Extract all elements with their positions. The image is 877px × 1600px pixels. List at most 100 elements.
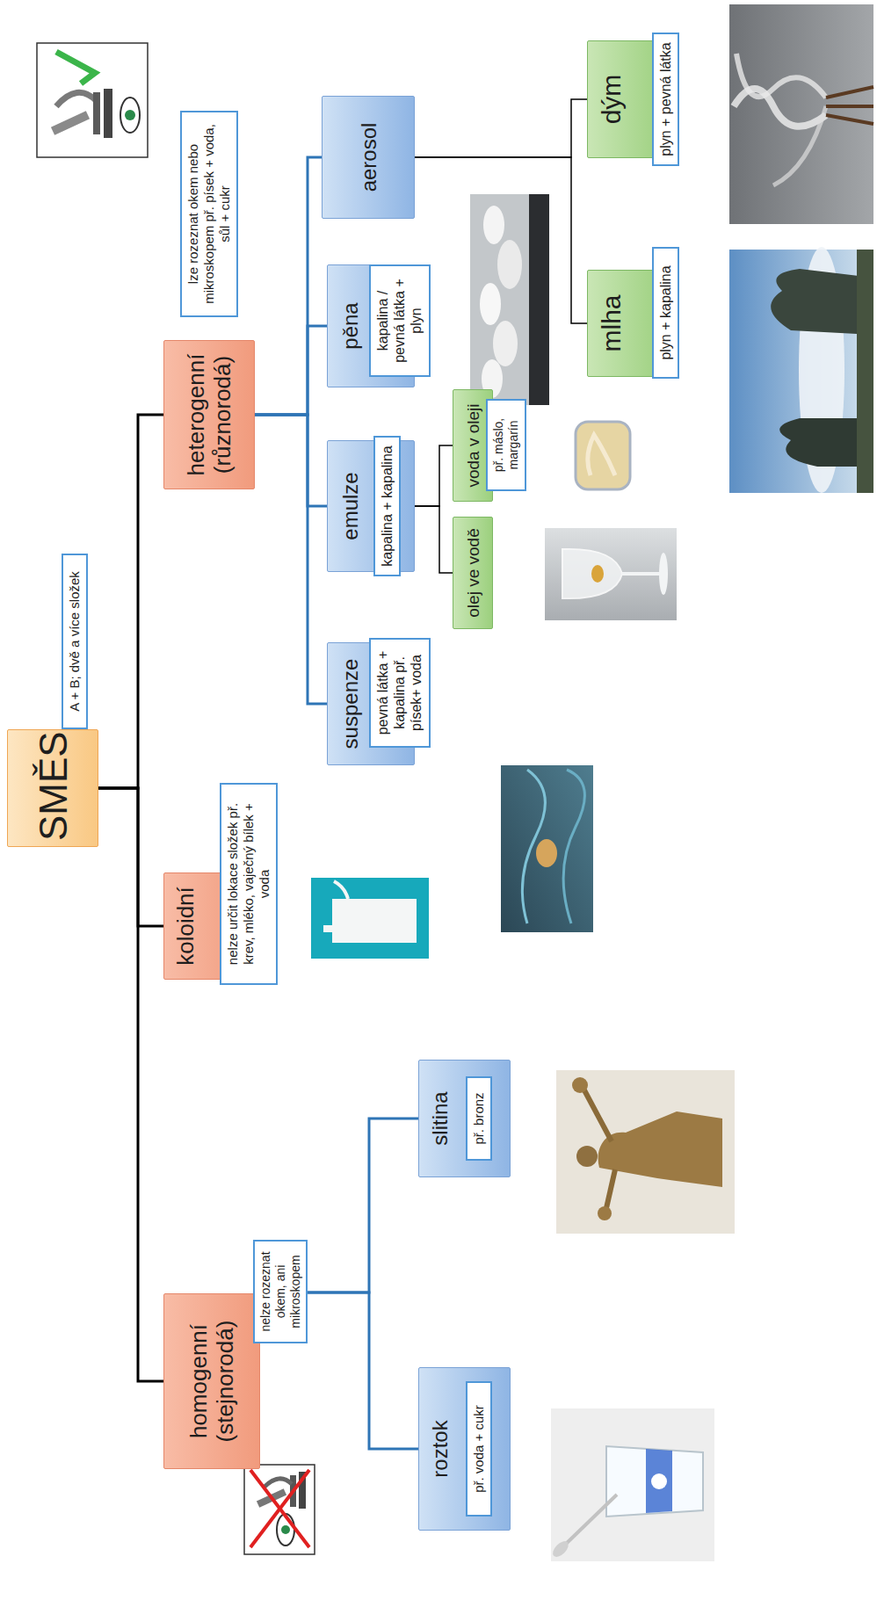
category-name: pěna [338,265,363,387]
foam-photo [470,194,550,406]
eye-microscope-check-icon-part [93,92,101,135]
smoke-photo-part [729,4,874,225]
mixture-node: suspenzepevná látka + kapalina př. písek… [326,637,431,766]
connector [254,326,327,415]
smoke-photo-part [773,106,827,186]
note-text: nelze určit lokace složek př. krev, mlék… [224,790,273,979]
milk-photo-part [323,925,336,933]
note-box: A + B; dvě a více složek [61,553,88,730]
connector-line [414,506,453,573]
no-eye-no-microscope-icon-part [250,1470,310,1548]
category-name: aerosol [356,96,382,218]
eye-microscope-check-icon-part [103,88,113,138]
connector [307,1292,419,1450]
connector [414,99,588,158]
note-box: nelze určit lokace složek př. krev, mlék… [219,782,278,986]
oil-in-water-photo-part [622,572,661,576]
category-name: SMĚS [31,730,77,847]
note-box: př. máslo, margarín [485,398,527,492]
category-box: aerosol [321,95,415,219]
connector-line [414,157,588,324]
note-text: A + B; dvě a více složek [66,560,83,723]
bronze-statue-photo-part [597,1206,612,1221]
connector-line [254,414,327,507]
note-text: plyn + pevná látka [657,39,675,160]
note-box: nelze rozeznat okem, ani mikroskopem [253,1239,308,1344]
mixture-node: emulzekapalina + kapalina [326,435,415,577]
bronze-statue-photo-part [572,1077,588,1094]
note-text: př. máslo, margarín [491,405,522,485]
note-box: pevná látka + kapalina př. písek+ voda [369,637,431,748]
suspension-photo-part [500,765,594,933]
category-name: suspenze [338,643,363,765]
note-box: př. voda + cukr [465,1381,493,1517]
bronze-statue-photo [556,1070,735,1234]
category-name: emulze [338,441,363,572]
glass-of-water-photo-part [550,1408,715,1562]
fog-photo-part [856,249,874,493]
eye-microscope-check-icon-part [124,109,136,121]
oil-in-water-photo-part [591,565,604,583]
smoke-photo-part [826,86,874,98]
butter-photo-part [575,421,631,490]
mixture-node: SMĚS A + B; dvě a více složek [7,553,99,848]
milk-photo [311,877,429,959]
category-name: slitina [427,1060,453,1177]
mixture-node: slitina př. bronz [418,1059,511,1178]
butter-photo [562,413,644,498]
connector-line [98,788,164,1382]
connector [307,1118,419,1293]
connector [254,414,327,704]
smoke-photo-part [736,53,827,98]
category-box: roztok [418,1367,511,1531]
connector-line [307,1292,419,1450]
mixture-node: pěnakapalina / pevná látka + plyn [326,264,431,388]
connector-line [414,445,453,507]
mixture-node: mlhaplyn + kapalina [587,246,680,379]
mixture-node: koloidní nelze určit lokace složek př. kr… [163,782,278,986]
glass-of-water-photo [550,1408,715,1562]
connector-line [414,99,588,158]
connector [98,788,164,927]
smoke-photo-part [826,104,874,109]
milk-photo-part [333,881,348,899]
category-name: koloidní [173,873,200,979]
connector [98,414,164,789]
connector [254,157,322,415]
oil-in-water-photo-part [659,552,668,595]
connector [414,157,588,324]
connector-line [307,1118,419,1293]
category-name: dým [596,41,628,158]
foam-photo-part [497,239,522,290]
category-box: SMĚS [7,729,99,848]
category-name: homogenní (stejnorodá) [186,1294,240,1469]
milk-photo-part [311,877,429,959]
bronze-statue-photo-part [598,1111,723,1188]
category-name: voda v oleji [463,390,484,501]
glass-of-water-photo-part [550,1538,572,1560]
bronze-statue-photo-part [556,1070,735,1234]
mixture-node: roztokpř. voda + cukr [418,1367,511,1531]
connector-line [98,414,164,789]
eye-microscope-check-icon-part [36,43,148,158]
eye-microscope-check-icon-part [50,110,90,136]
oil-in-water-photo-part [562,549,623,599]
milk-photo-part [332,898,417,943]
mixture-node: voda v oleji př. máslo, margarín [452,389,527,502]
no-eye-no-microscope-icon [244,1464,315,1555]
connector [414,445,453,507]
eye-microscope-check-icon [36,43,148,158]
suspension-photo-part [536,839,558,868]
oil-in-water-photo [544,528,677,621]
butter-photo-part [562,413,644,498]
mixture-node: heterogenní (různorodá)lze rozeznat okem… [163,110,255,490]
note-text: plyn + kapalina [657,253,675,372]
smoke-photo [729,4,874,225]
note-box: př. bronz [465,1076,493,1161]
note-box: plyn + pevná látka [652,32,680,167]
category-box: homogenní (stejnorodá) [163,1293,261,1470]
bronze-statue-photo-part [606,1169,616,1209]
no-eye-no-microscope-icon-part [250,1470,310,1548]
bronze-statue-photo-part [583,1088,612,1142]
